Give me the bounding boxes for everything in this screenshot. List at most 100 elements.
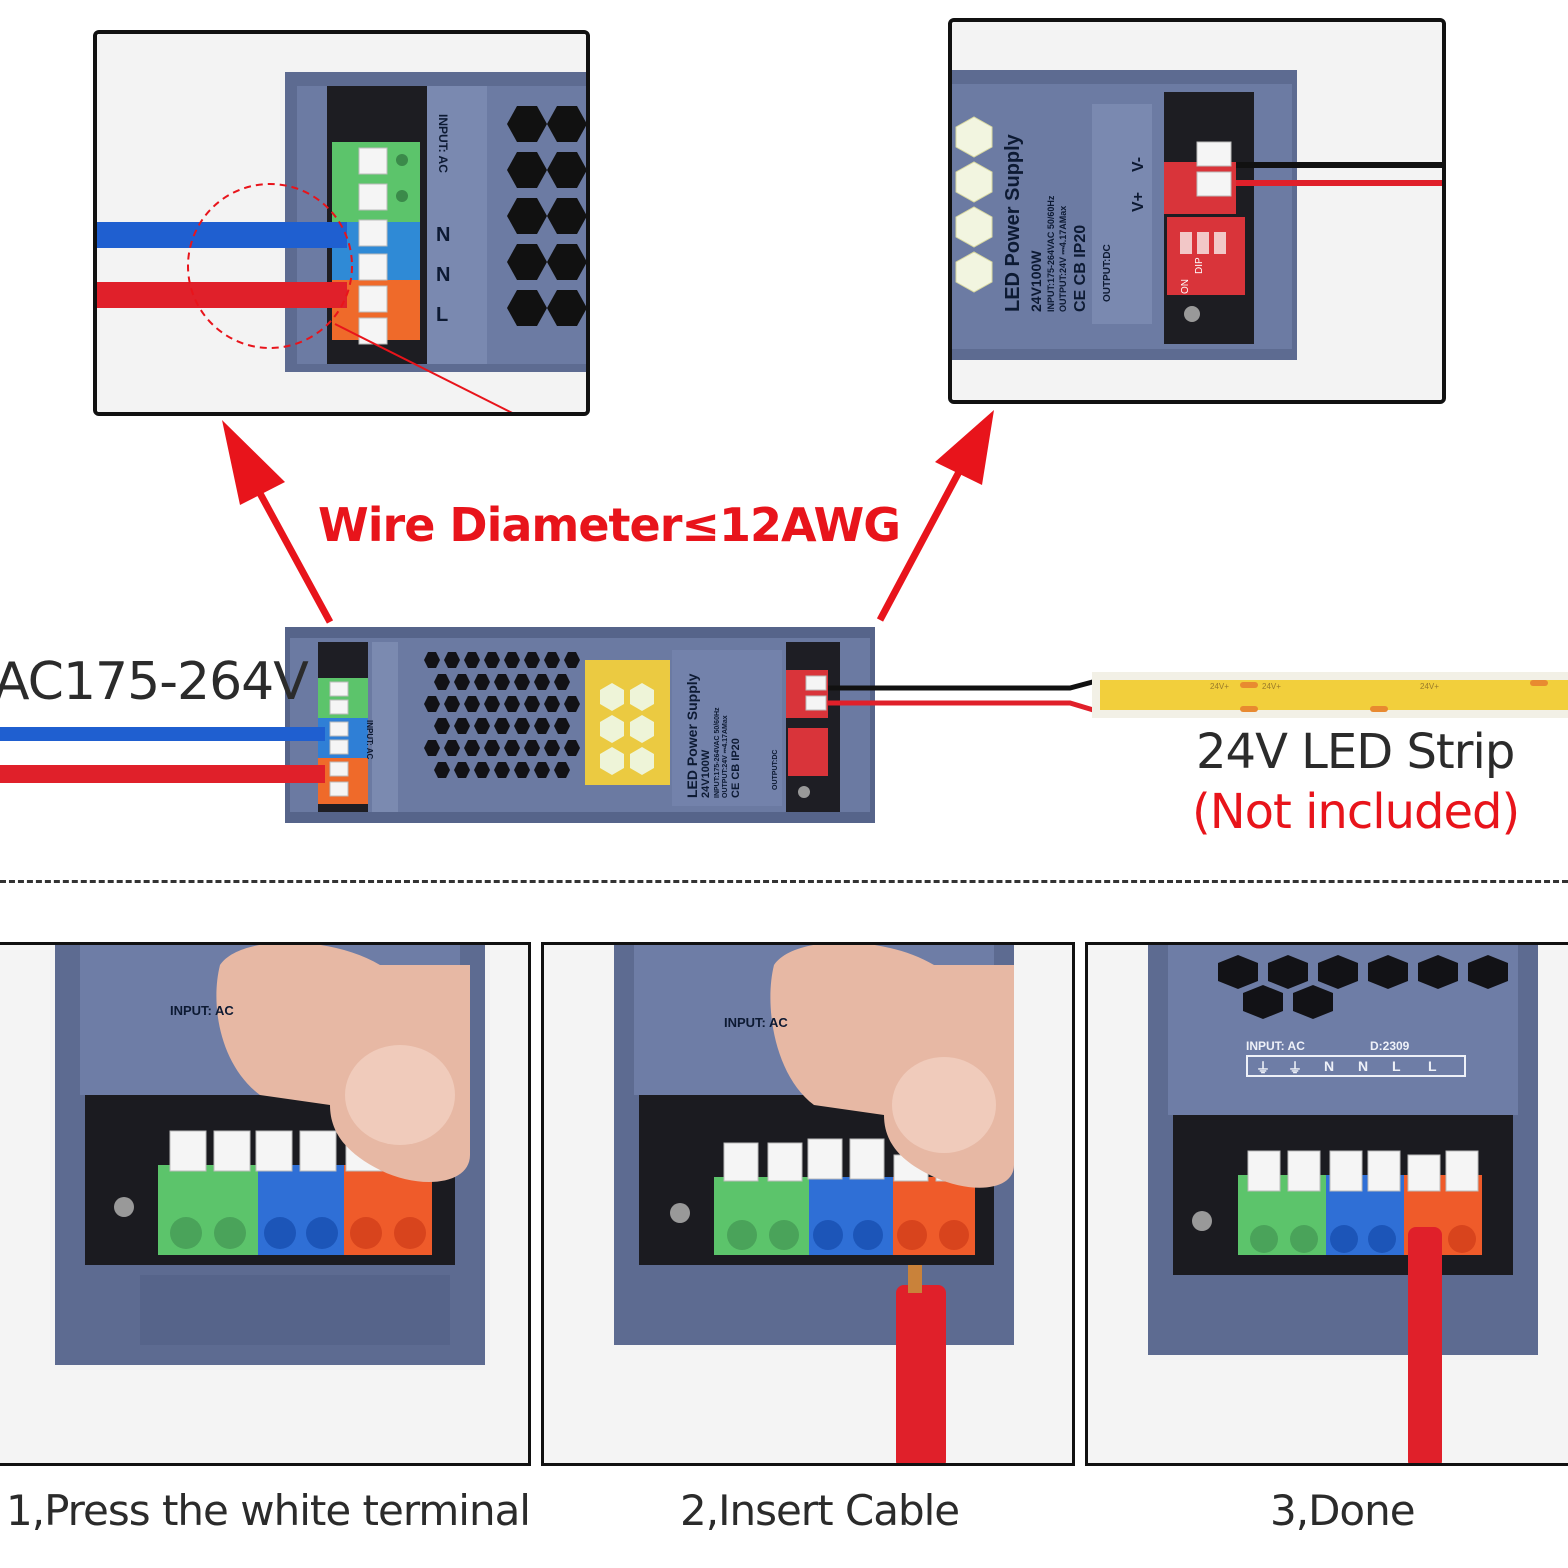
- input-terminal-zoom: INPUT: AC N N L: [93, 30, 590, 416]
- vent-hole: [424, 696, 440, 712]
- vent-hole: [424, 740, 440, 756]
- step-1-photo: INPUT: AC: [0, 942, 531, 1466]
- strip-mark-1: 24V+: [1210, 682, 1229, 691]
- psu-output-dc: OUTPUT:DC: [772, 749, 779, 790]
- vent-hole: [544, 652, 560, 668]
- vent-hole: [554, 674, 570, 690]
- vent-hole: [514, 718, 530, 734]
- psu-model-zoom: 24V100W: [1028, 250, 1044, 312]
- left-arrow: [222, 420, 334, 624]
- led-strip-label: 24V LED Strip: [1196, 724, 1515, 780]
- black-output-wire: [828, 677, 1101, 691]
- step-3-illustration: [1088, 945, 1568, 1463]
- terminal-legend-l1: L: [1392, 1058, 1401, 1074]
- vent-hole: [554, 762, 570, 778]
- vent-hole: [514, 762, 530, 778]
- blue-wire: [0, 727, 325, 741]
- vent-hole: [434, 718, 450, 734]
- strip-mark-2: 24V+: [1262, 682, 1281, 691]
- output-terminal-zoom: LED Power Supply 24V100W INPUT:175-264VA…: [948, 18, 1446, 404]
- step-1-illustration: [0, 945, 528, 1463]
- dip-switch-label: DIP: [1194, 257, 1205, 274]
- step-2-input-label: INPUT: AC: [724, 1015, 788, 1030]
- psu-output-spec: OUTPUT:24V ⎓4.17AMax: [722, 715, 729, 798]
- vent-hole: [524, 696, 540, 712]
- vent-hole: [534, 718, 550, 734]
- output-psu-label: LED Power Supply 24V100W INPUT:175-264VA…: [994, 122, 1114, 332]
- terminal-legend-earth2: ⏚: [1288, 1060, 1302, 1076]
- vent-hole: [524, 652, 540, 668]
- input-ac-label: INPUT: AC: [436, 114, 450, 173]
- vent-hole: [454, 718, 470, 734]
- psu-certs-zoom: CE CB IP20: [1072, 224, 1089, 312]
- vent-hole: [564, 696, 580, 712]
- vent-hole: [474, 718, 490, 734]
- vent-hole: [474, 674, 490, 690]
- vent-hole: [544, 740, 560, 756]
- terminal-mark-n2: N: [436, 264, 451, 286]
- step-3-caption: 3,Done: [1270, 1486, 1416, 1535]
- step-3-photo: INPUT: AC D:2309 ⏚ ⏚ N N L L: [1085, 942, 1568, 1466]
- psu-certs: CE CB IP20: [730, 738, 742, 798]
- vent-hole: [534, 762, 550, 778]
- red-output-wire: [828, 700, 1101, 715]
- vent-hole: [494, 718, 510, 734]
- led-strip: [1092, 672, 1568, 718]
- dip-on-label: ON: [1180, 279, 1191, 294]
- terminal-mark-l1: L: [436, 304, 449, 326]
- vent-hole: [464, 740, 480, 756]
- terminal-legend-l2: L: [1428, 1058, 1437, 1074]
- vent-hole: [424, 652, 440, 668]
- vplus-label: V+: [1130, 191, 1147, 212]
- vent-hole: [494, 674, 510, 690]
- vent-hole: [524, 740, 540, 756]
- psu-output-spec-zoom: OUTPUT:24V ⎓4.17AMax: [1058, 205, 1068, 312]
- vent-hole: [554, 718, 570, 734]
- vent-hole: [434, 762, 450, 778]
- vent-hole: [444, 740, 460, 756]
- vent-hole: [494, 762, 510, 778]
- not-included-note: (Not included): [1192, 784, 1520, 840]
- section-divider: [0, 880, 1568, 883]
- red-wire: [0, 765, 325, 783]
- step-3-input-label: INPUT: AC: [1246, 1039, 1305, 1053]
- vent-hole: [484, 696, 500, 712]
- vminus-label: V-: [1130, 156, 1147, 172]
- vent-hole: [444, 696, 460, 712]
- vent-hole: [504, 652, 520, 668]
- step-3-terminal-legend: ⏚ ⏚ N N L L: [1246, 1055, 1466, 1077]
- vent-hole: [464, 652, 480, 668]
- terminal-mark-n1: N: [436, 224, 451, 246]
- vent-hole: [544, 696, 560, 712]
- output-terminal-zoom-illustration: [952, 22, 1442, 400]
- vent-hole: [444, 652, 460, 668]
- step-1-caption: 1,Press the white terminal: [6, 1486, 531, 1535]
- vent-hole: [474, 762, 490, 778]
- output-dc-label: OUTPUT:DC: [1102, 244, 1113, 302]
- vent-hole: [514, 674, 530, 690]
- vent-hole: [534, 674, 550, 690]
- vent-hole: [434, 674, 450, 690]
- psu-title: LED Power Supply: [684, 673, 700, 798]
- psu-title-zoom: LED Power Supply: [1002, 134, 1024, 312]
- vent-hole: [454, 762, 470, 778]
- input-terminal-zoom-illustration: [97, 34, 586, 412]
- vent-hole: [504, 740, 520, 756]
- psu-model: 24V100W: [700, 749, 712, 798]
- psu-input-label: INPUT: AC: [365, 720, 374, 760]
- input-voltage-label: AC175-264V: [0, 652, 309, 712]
- strip-mark-3: 24V+: [1420, 682, 1439, 691]
- step-2-caption: 2,Insert Cable: [680, 1486, 960, 1535]
- step-3-date-code: D:2309: [1370, 1039, 1410, 1053]
- step-2-illustration: [544, 945, 1072, 1463]
- vent-hole: [464, 696, 480, 712]
- vent-hole: [564, 652, 580, 668]
- step-1-input-label: INPUT: AC: [170, 1003, 234, 1018]
- vent-hole: [454, 674, 470, 690]
- terminal-legend-earth1: ⏚: [1256, 1060, 1270, 1076]
- input-label-strip: INPUT: AC N N L: [430, 114, 464, 344]
- vent-hole: [484, 652, 500, 668]
- vent-hole: [564, 740, 580, 756]
- vent-hole: [484, 740, 500, 756]
- psu-input-spec: INPUT:175-264VAC 50/60Hz: [714, 707, 721, 798]
